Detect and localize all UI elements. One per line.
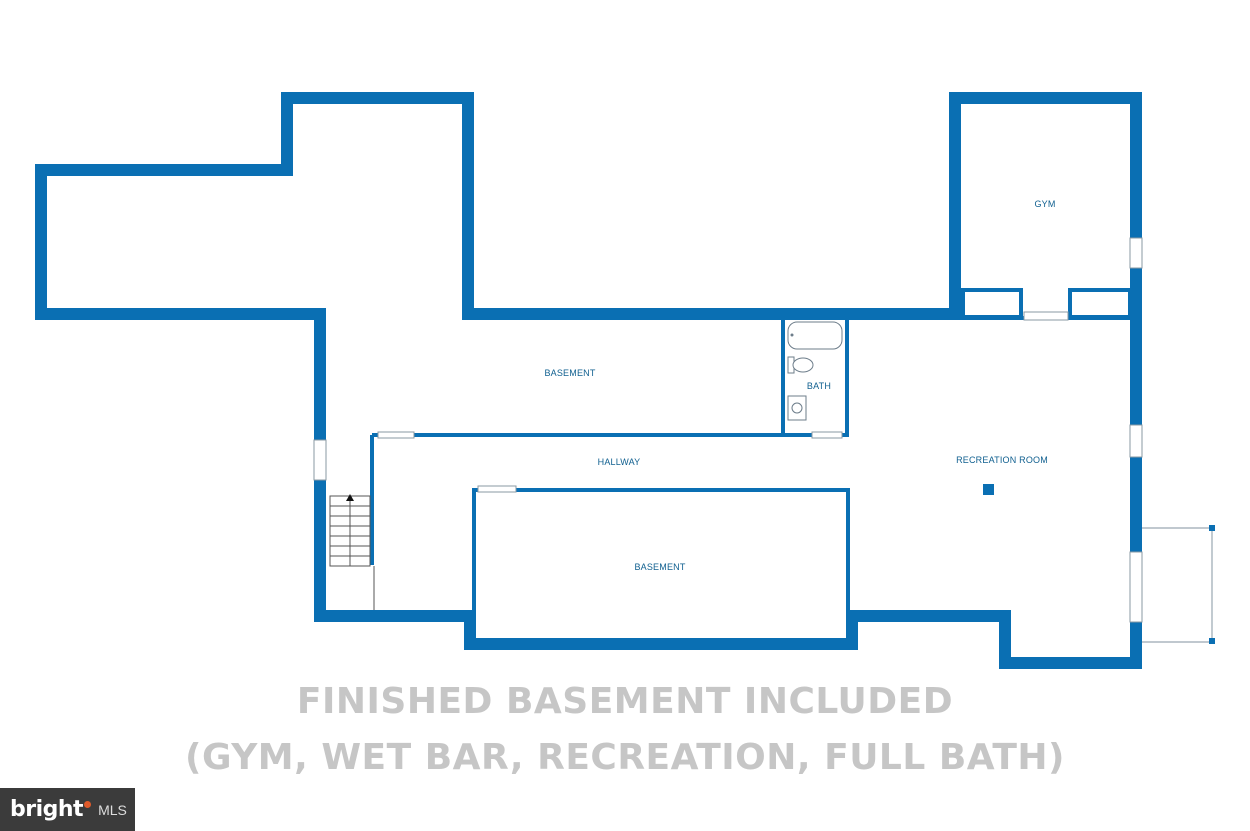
room-label-bath: BATH — [807, 381, 831, 391]
sink — [791, 402, 803, 414]
staircase — [329, 494, 375, 610]
caption-line-2: (GYM, WET BAR, RECREATION, FULL BATH) — [185, 737, 1065, 778]
door-opening — [477, 485, 517, 493]
room-label-hallway: HALLWAY — [598, 457, 641, 467]
room-label-recreation: RECREATION ROOM — [956, 455, 1048, 465]
gym-closet-right — [1068, 288, 1132, 319]
column-marker — [983, 484, 994, 495]
lower-basement-wall — [472, 488, 850, 616]
exterior-deck — [1142, 527, 1213, 643]
gym-closet-left — [961, 288, 1023, 319]
logo-brand-text: bright — [10, 797, 84, 822]
room-label-gym: GYM — [1034, 199, 1055, 209]
window — [1129, 424, 1143, 458]
bathtub — [787, 321, 843, 350]
room-label-basement-upper: BASEMENT — [544, 368, 595, 378]
tub-drain — [790, 333, 794, 337]
sliding-door — [1129, 551, 1143, 623]
door-opening — [377, 431, 415, 439]
toilet-bowl — [792, 357, 814, 373]
deck-post — [1209, 525, 1215, 531]
caption-line-1: FINISHED BASEMENT INCLUDED — [296, 681, 954, 722]
room-label-basement-lower: BASEMENT — [634, 562, 685, 572]
outer-wall — [35, 92, 1142, 669]
bright-mls-logo: bright MLS — [0, 788, 135, 831]
door-opening — [811, 431, 843, 439]
logo-suffix-text: MLS — [98, 801, 127, 818]
door-opening — [1023, 311, 1069, 321]
deck-post — [1209, 638, 1215, 644]
door-opening — [313, 439, 327, 481]
logo-dot-icon — [84, 801, 92, 808]
window — [1129, 237, 1143, 269]
